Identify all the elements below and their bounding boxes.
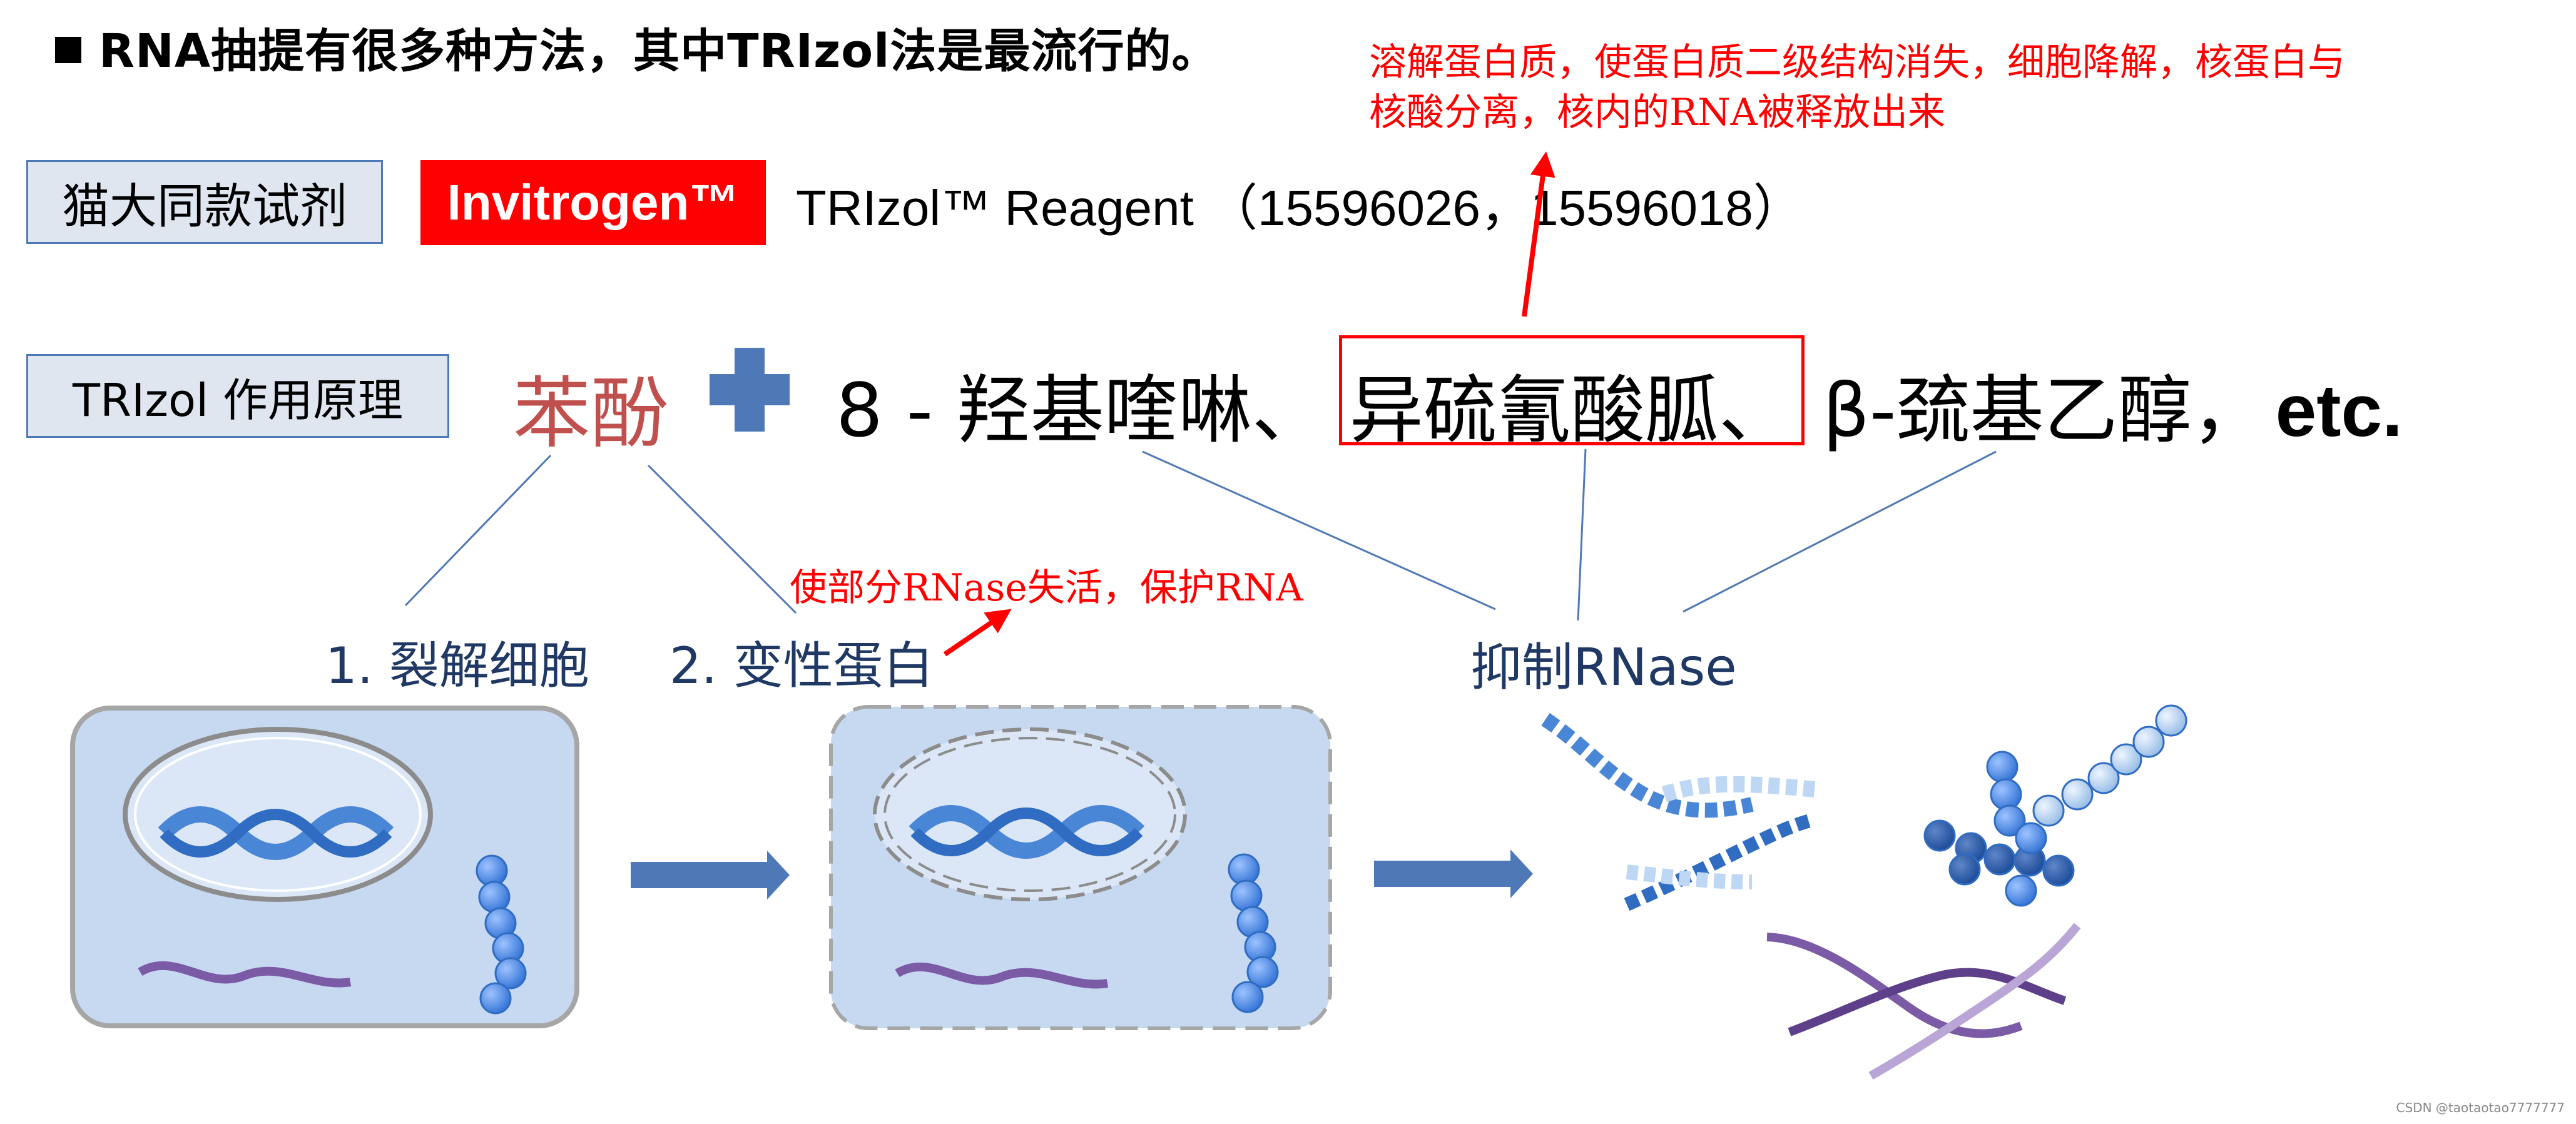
highlighted-compound: 异硫氰酸胍、 — [1349, 367, 1793, 453]
rna-strand-icon — [138, 961, 352, 988]
compounds-line: 8 - 羟基喹啉、异硫氰酸胍、 β-巯基乙醇，etc. — [836, 350, 2403, 457]
watermark: CSDN @taotaotao7777777 — [2396, 1100, 2565, 1115]
right-arrow-icon — [1374, 849, 1533, 898]
step-lyse-cell: 1. 裂解细胞 — [325, 637, 589, 695]
compounds-prefix: 8 - 羟基喹啉、 — [836, 367, 1326, 453]
plus-icon — [710, 348, 790, 432]
up-arrow-icon — [1522, 151, 1555, 317]
dna-fragment-icon — [1541, 713, 1816, 911]
protein-chain-icon — [476, 854, 527, 1015]
protein-chain-icon — [1228, 853, 1279, 1013]
step-inhibit-rnase: 抑制RNase — [1470, 638, 1737, 697]
product-name: TRIzol™ Reagent （15596026，15596018） — [796, 180, 1803, 236]
mid-annotation: 使部分RNase失活，保护RNA — [790, 566, 1303, 610]
principle-tag: TRIzol 作用原理 — [26, 354, 449, 438]
top-annotation-line2: 核酸分离，核内的RNA被释放出来 — [1369, 91, 1946, 134]
rna-fragment-icon — [1766, 923, 2081, 1080]
protein-cluster-icon — [1923, 704, 2187, 907]
top-annotation-line1: 溶解蛋白质，使蛋白质二级结构消失，细胞降解，核蛋白与 — [1369, 41, 2345, 84]
step-denature-protein: 2. 变性蛋白 — [669, 637, 934, 695]
diagonal-arrow-icon — [943, 609, 1012, 657]
phenol-label: 苯酚 — [513, 369, 669, 459]
bullet-square-icon — [55, 37, 81, 63]
dna-helix-icon — [909, 805, 1145, 859]
slide-title: RNA抽提有很多种方法，其中TRIzol法是最流行的。 — [55, 14, 1218, 81]
etc-label: etc. — [2275, 370, 2403, 452]
top-annotation: 溶解蛋白质，使蛋白质二级结构消失，细胞降解，核蛋白与 核酸分离，核内的RNA被释… — [1369, 38, 2345, 138]
released-contents — [1541, 704, 2187, 1080]
right-arrow-icon — [631, 851, 790, 899]
intact-cell — [70, 706, 579, 1028]
dna-helix-icon — [158, 806, 394, 860]
lysed-cell — [829, 705, 1332, 1030]
compounds-suffix: β-巯基乙醇， — [1822, 367, 2266, 453]
reagent-tag: 猫大同款试剂 — [26, 160, 383, 244]
connector-lines — [404, 448, 1997, 621]
rna-strand-icon — [895, 962, 1109, 989]
title-text: RNA抽提有很多种方法，其中TRIzol法是最流行的。 — [99, 24, 1219, 78]
highlight-box — [1339, 335, 1805, 445]
brand-badge: Invitrogen™ — [420, 160, 766, 245]
